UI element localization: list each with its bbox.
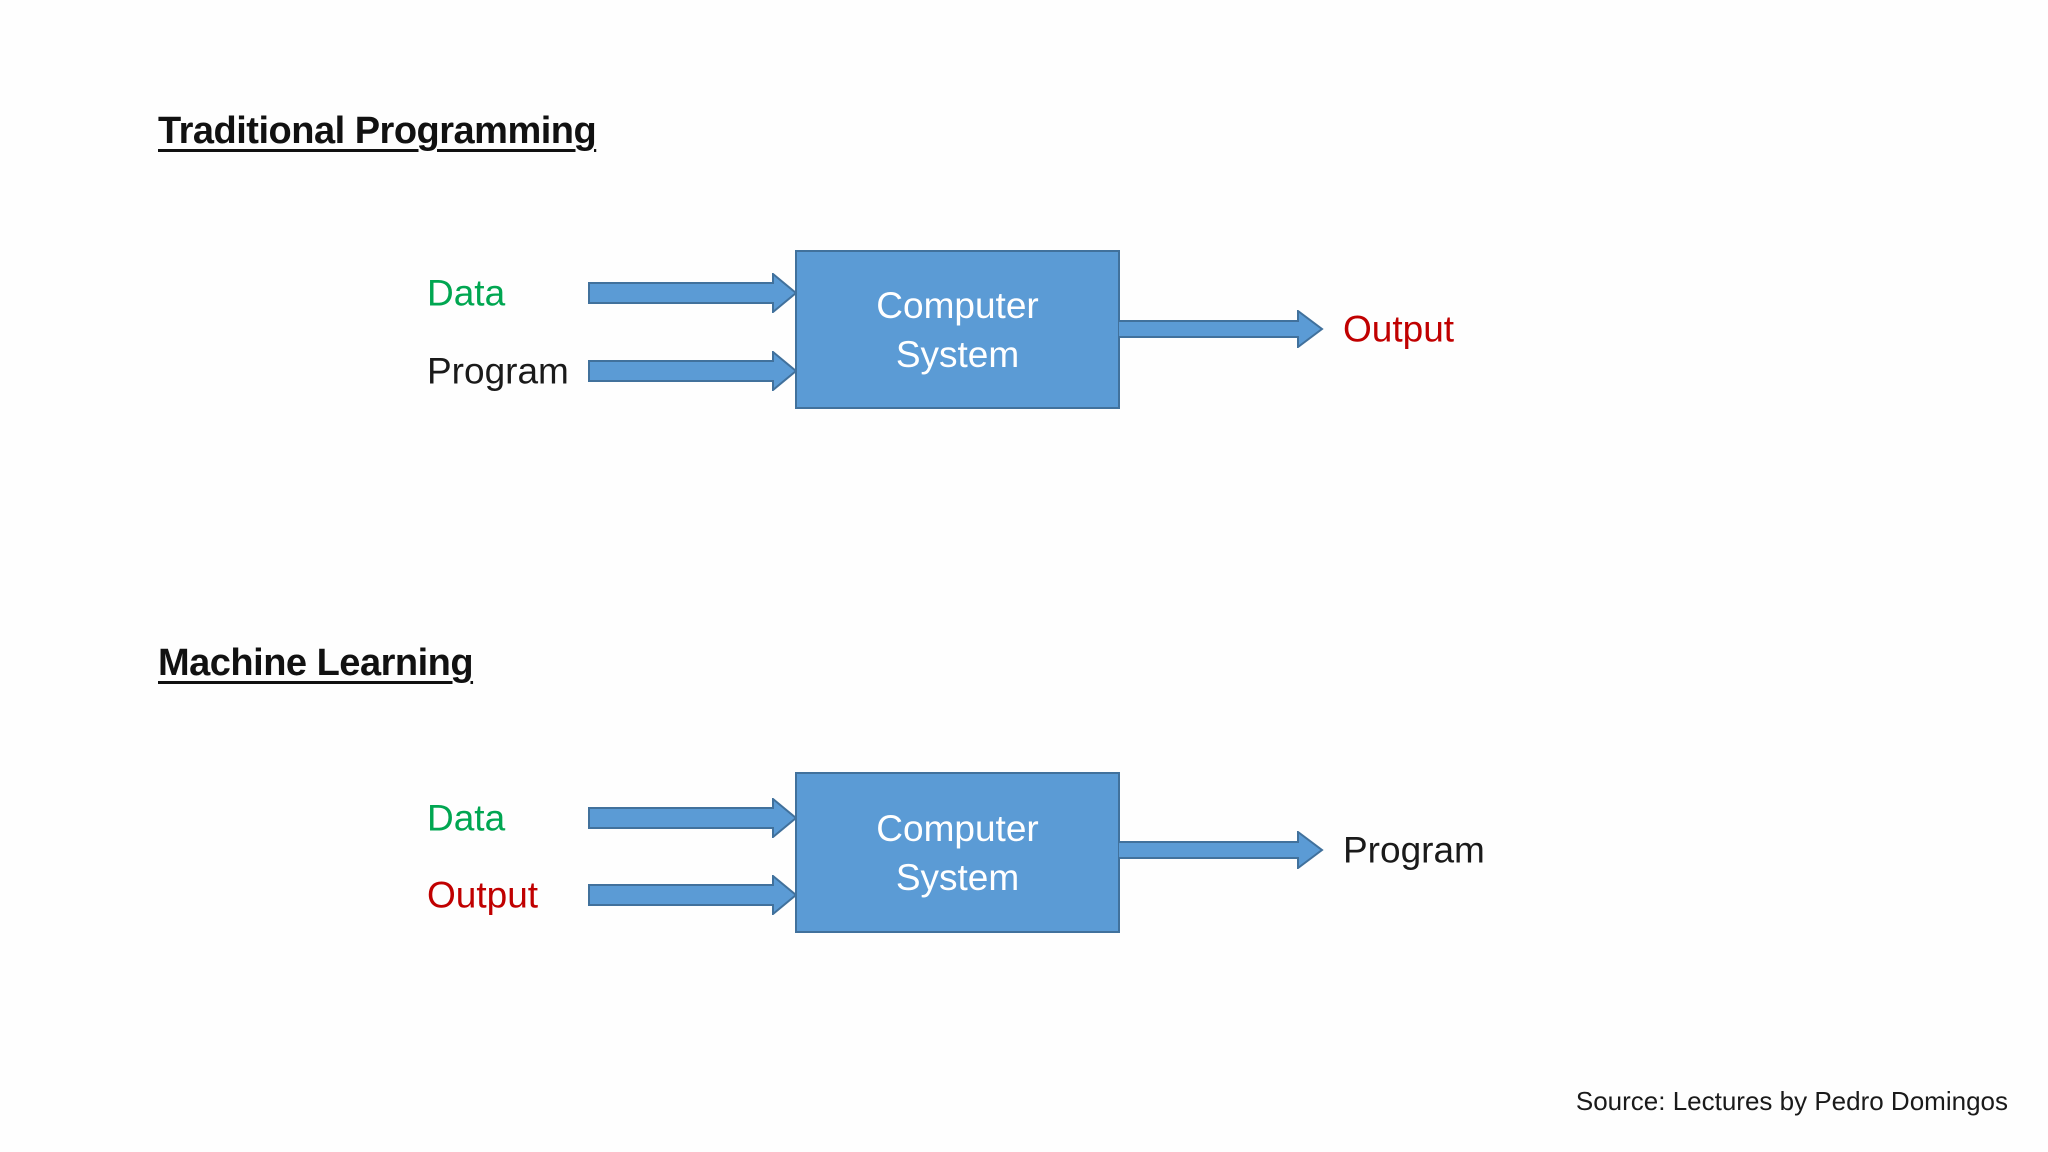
program-output-arrow-icon bbox=[1118, 831, 1324, 869]
input-label-data: Data bbox=[427, 797, 506, 839]
program-input-arrow-icon bbox=[588, 351, 798, 391]
output-label-program: Program bbox=[1343, 829, 1485, 871]
output-input-arrow-icon bbox=[588, 875, 798, 915]
computer-system-box-line2: System bbox=[895, 333, 1020, 375]
input-label-output: Output bbox=[427, 874, 539, 916]
computer-system-box: Computer System bbox=[795, 772, 1120, 933]
computer-system-box-line2: System bbox=[895, 856, 1020, 898]
computer-system-box: Computer System bbox=[795, 250, 1120, 409]
source-attribution: Source: Lectures by Pedro Domingos bbox=[1575, 1086, 2008, 1116]
data-input-arrow-icon bbox=[588, 273, 798, 313]
output-label-output: Output bbox=[1343, 308, 1455, 350]
traditional-programming-title: Traditional Programming bbox=[158, 110, 597, 152]
computer-system-box-line1: Computer bbox=[876, 284, 1039, 326]
input-label-data: Data bbox=[427, 272, 506, 314]
machine-learning-title: Machine Learning bbox=[158, 642, 474, 684]
computer-system-box-line1: Computer bbox=[876, 807, 1039, 849]
input-label-program: Program bbox=[427, 350, 569, 392]
output-arrow-icon bbox=[1118, 310, 1324, 348]
data-input-arrow-icon bbox=[588, 798, 798, 838]
